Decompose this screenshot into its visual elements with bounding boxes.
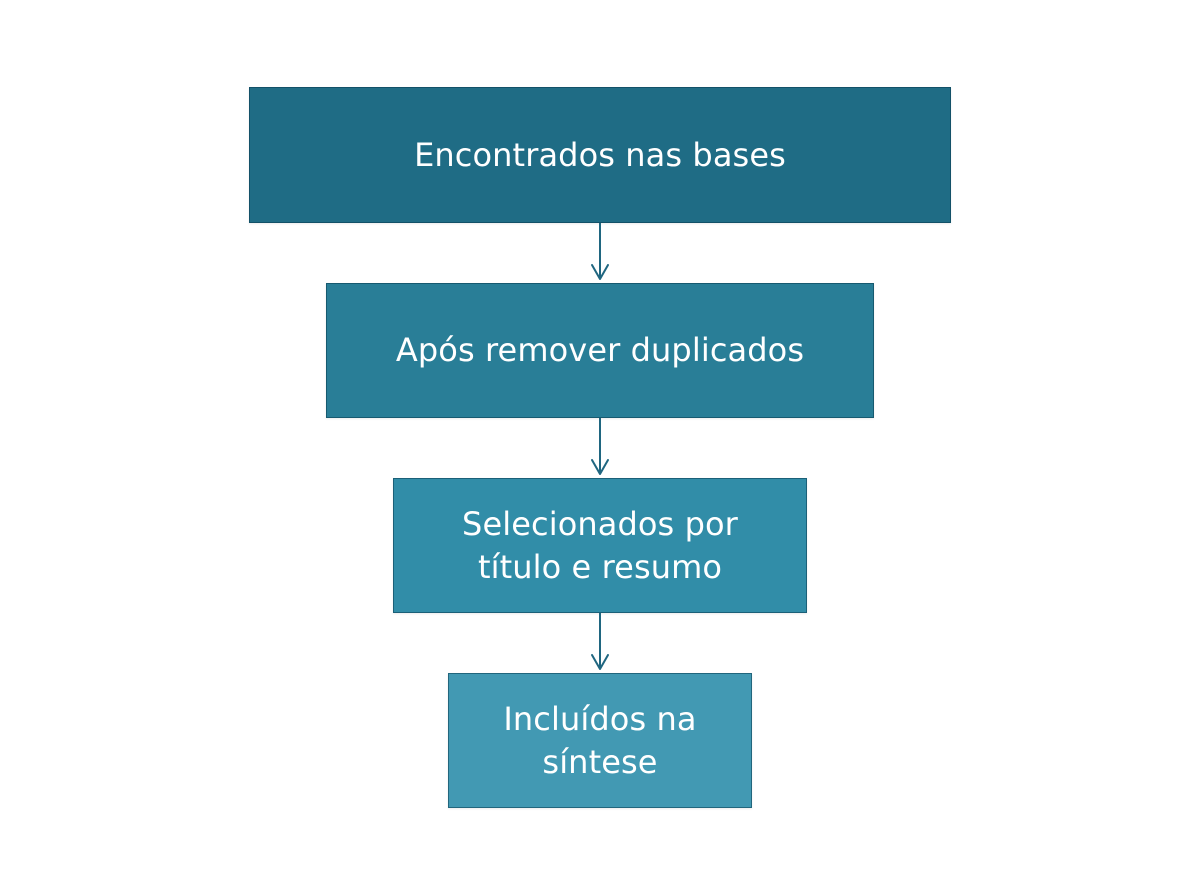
- step-box-incluidos: Incluídos na síntese: [448, 673, 752, 808]
- arrow-step-3-to-4: [591, 613, 609, 670]
- step-label-incluidos: Incluídos na síntese: [503, 699, 697, 781]
- step-box-encontrados: Encontrados nas bases: [249, 87, 951, 223]
- step-label-selecionados: Selecionados por título e resumo: [462, 504, 738, 586]
- step-box-apos-remover-duplicados: Após remover duplicados: [326, 283, 874, 418]
- step-label-apos-remover-duplicados: Após remover duplicados: [395, 331, 805, 369]
- arrow-step-1-to-2: [591, 223, 609, 280]
- arrow-step-2-to-3: [591, 418, 609, 475]
- step-box-selecionados: Selecionados por título e resumo: [393, 478, 807, 613]
- step-label-encontrados: Encontrados nas bases: [414, 135, 786, 174]
